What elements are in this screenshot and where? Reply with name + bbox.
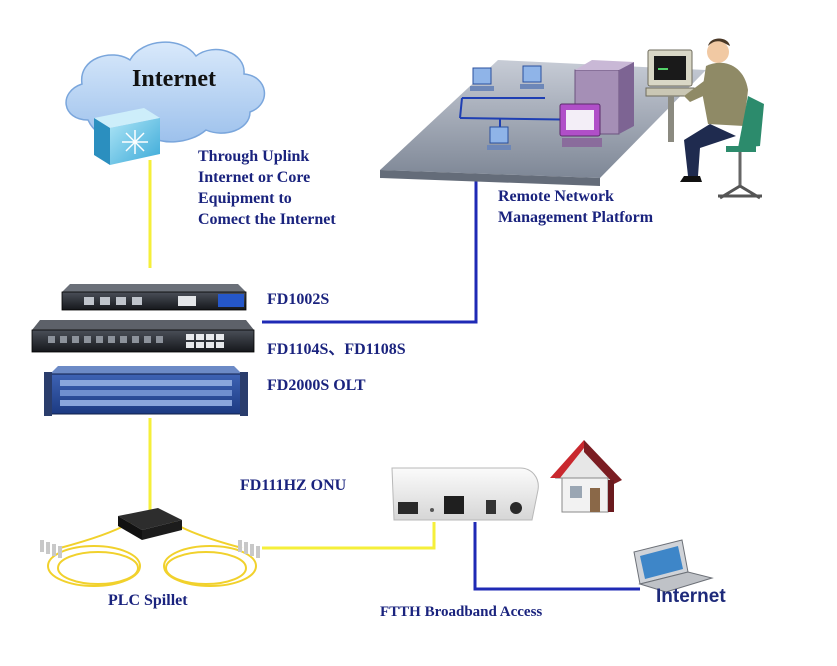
fd1002s-label: FD1002S — [267, 291, 330, 308]
remote-platform-line: Management Platform — [498, 209, 654, 226]
operator-icon — [645, 38, 764, 200]
rack-switch-icon — [31, 320, 255, 353]
plc-splitter-icon — [40, 508, 260, 587]
server-icon — [559, 60, 634, 147]
remote-platform-line: Remote Network — [498, 188, 614, 205]
ftth-label: FTTH Broadband Access — [380, 604, 543, 620]
laptop-icon — [633, 539, 714, 593]
fd2000s-label: FD2000S OLT — [267, 377, 366, 394]
uplink-note-line: Comect the Internet — [198, 211, 336, 228]
uplink-note-line: Equipment to — [198, 190, 292, 207]
remote-platform-label: Remote Network Management Platform — [498, 188, 653, 227]
uplink-note: Through Uplink Internet or Core Equipmen… — [198, 148, 336, 229]
laptop-internet-label: Internet — [656, 586, 726, 607]
fd1104s-label: FD1104S、FD1108S — [267, 341, 406, 358]
internet-cloud-label: Internet — [132, 66, 216, 92]
management-network-line — [262, 175, 478, 324]
workstation-icon — [470, 65, 544, 150]
house-icon — [550, 440, 622, 513]
switch-icon — [94, 108, 160, 165]
rack-switch-icon — [61, 284, 247, 311]
splitter-to-onu-fiber-line — [262, 522, 436, 550]
olt-chassis-icon — [44, 366, 248, 416]
lan-platform-icon — [380, 60, 706, 186]
onu-to-laptop-network-line — [473, 522, 640, 591]
splitter-label: PLC Spillet — [108, 592, 188, 609]
uplink-note-line: Internet or Core — [198, 169, 311, 186]
uplink-note-line: Through Uplink — [198, 148, 310, 165]
onu-label: FD111HZ ONU — [240, 477, 347, 494]
onu-icon — [391, 467, 539, 521]
